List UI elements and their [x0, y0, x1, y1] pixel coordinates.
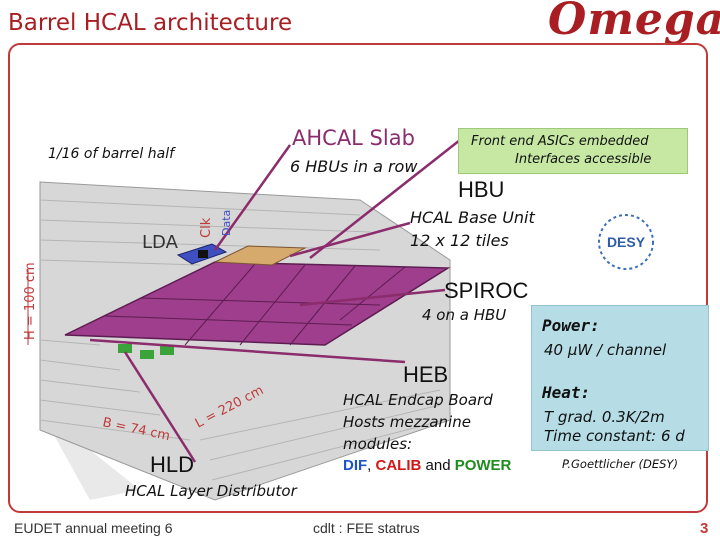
desy-logo: DESY: [598, 214, 654, 270]
and-text: and: [425, 457, 451, 474]
hld-board-2: [140, 350, 154, 359]
power-module: POWER: [454, 457, 512, 474]
heb-desc-3: modules:: [343, 435, 413, 453]
asics-line-1: Front end ASICs embedded: [471, 134, 649, 149]
hld-board-3: [160, 346, 174, 355]
calib-module: CALIB: [375, 457, 422, 474]
hld-desc: HCAL Layer Distributor: [125, 482, 297, 500]
spiroc-label: SPIROC: [444, 278, 529, 303]
heb-desc-2: Hosts mezzanine: [343, 413, 471, 431]
power-value: 40 µW / channel: [544, 341, 667, 359]
clk-label: Clk: [199, 217, 214, 238]
slab-grid: [104, 263, 406, 346]
lda-label: LDA: [142, 232, 179, 253]
lda-chip: [198, 250, 208, 258]
content-frame: [8, 43, 708, 513]
hbu-desc-2: 12 x 12 tiles: [410, 231, 509, 250]
hld-board-1: [118, 344, 132, 353]
desy-text: DESY: [607, 234, 646, 250]
data-label: Data: [220, 210, 233, 236]
power-title: Power:: [542, 316, 600, 335]
hbu-desc-1: HCAL Base Unit: [410, 208, 535, 227]
footer-center: cdlt : FEE statrus: [313, 520, 420, 536]
hbu-board: [214, 245, 307, 266]
slab: [64, 261, 451, 346]
heb-desc-1: HCAL Endcap Board: [343, 391, 493, 409]
pointer-lines: [89, 139, 461, 463]
asics-line-2: Interfaces accessible: [515, 152, 652, 167]
hbu-label: HBU: [458, 177, 505, 202]
specs-box: Power: 40 µW / channel Heat: T grad. 0.3…: [531, 305, 709, 451]
page-number: 3: [700, 520, 709, 537]
heat-value-1: T grad. 0.3K/2m: [544, 408, 665, 426]
module-separator: ,: [367, 457, 372, 474]
page-title: Barrel HCAL architecture: [8, 10, 293, 36]
credit-text: P.Goettlicher (DESY): [562, 457, 678, 471]
heat-title: Heat:: [542, 383, 591, 402]
hbus-in-row-label: 6 HBUs in a row: [290, 157, 418, 176]
asics-box: Front end ASICs embedded Interfaces acce…: [458, 128, 688, 174]
omega-logo: Omega: [548, 0, 720, 45]
height-dimension: H = 100 cm: [23, 262, 38, 340]
barrel-half-label: 1/16 of barrel half: [48, 146, 175, 162]
ahcal-slab-label: AHCAL Slab: [292, 126, 415, 150]
footer-left: EUDET annual meeting 6: [14, 520, 173, 536]
heat-value-2: Time constant: 6 d: [544, 427, 685, 445]
dif-module: DIF: [343, 457, 368, 474]
hld-label: HLD: [150, 452, 195, 477]
spiroc-count: 4 on a HBU: [422, 306, 507, 324]
heb-modules-line: DIF, CALIB and POWER: [343, 457, 511, 474]
heb-label: HEB: [403, 362, 449, 387]
